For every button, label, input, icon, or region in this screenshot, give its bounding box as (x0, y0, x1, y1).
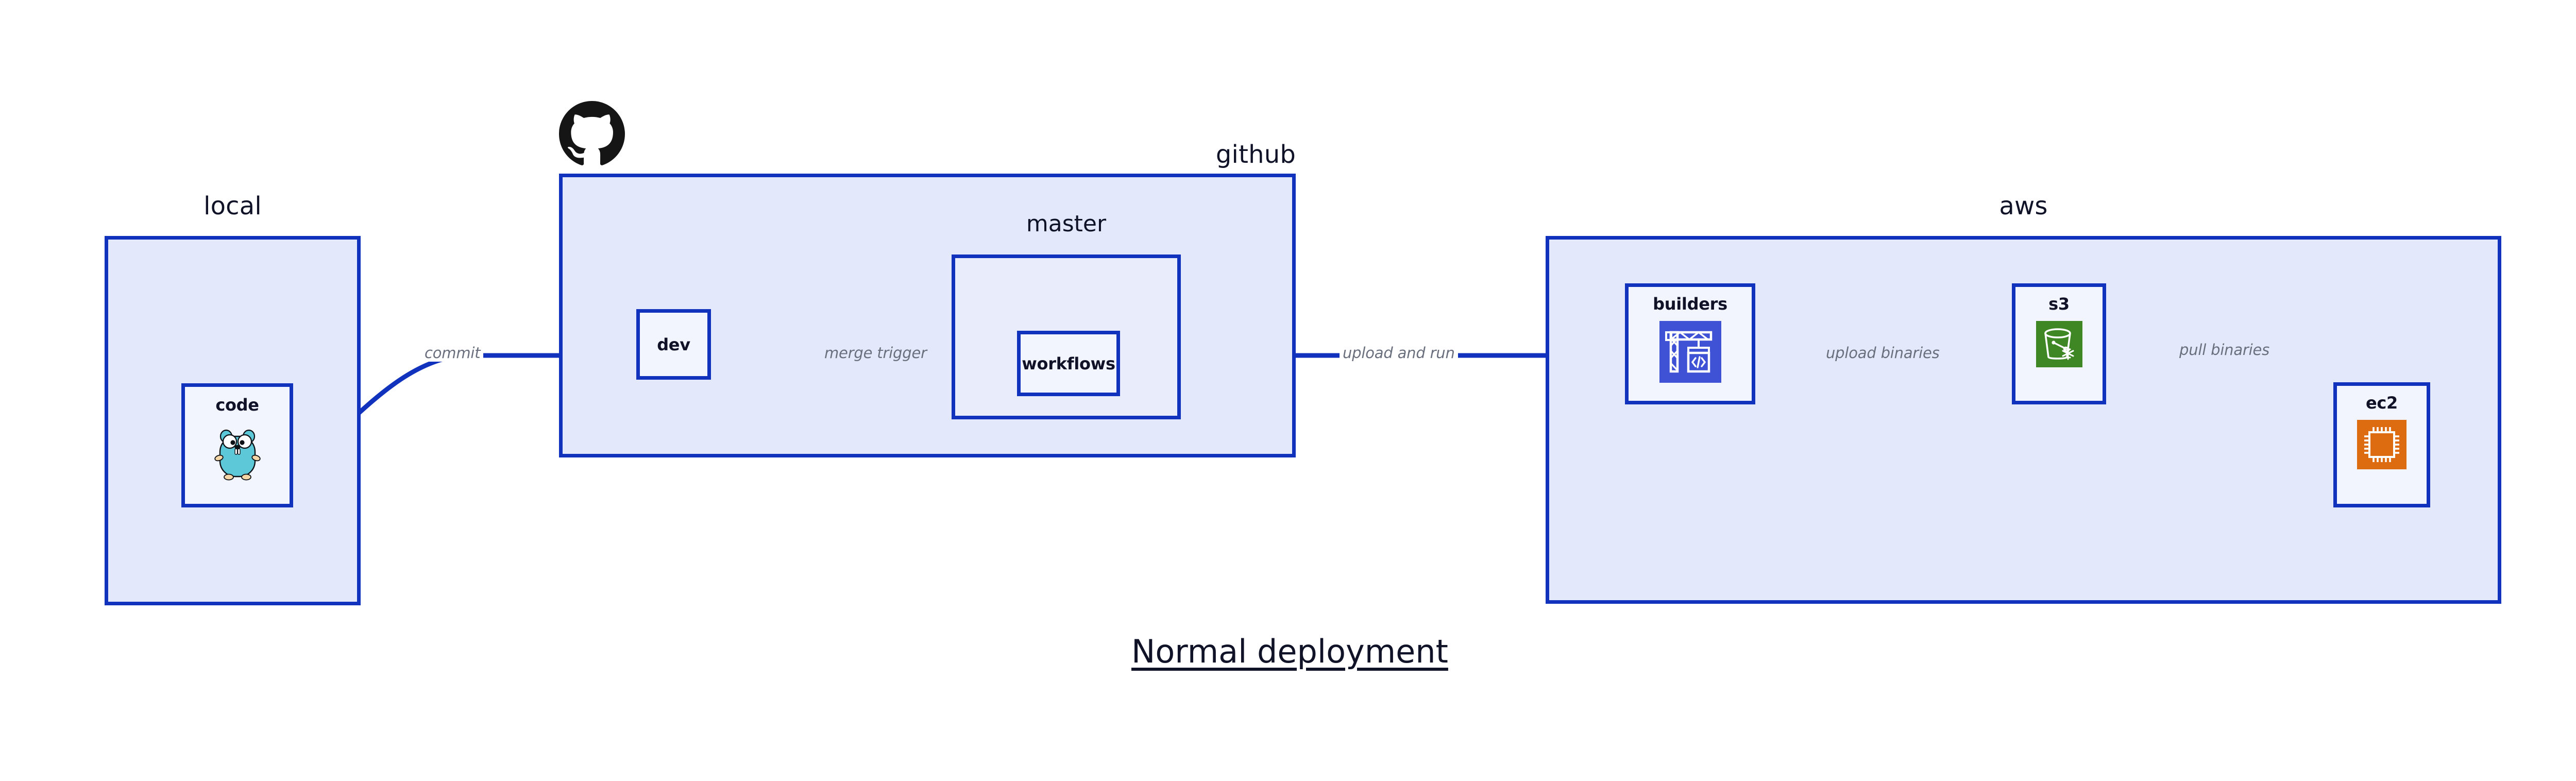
edge-label-pull-binaries: pull binaries (2175, 341, 2274, 359)
subgroup-label-master: master (1026, 211, 1107, 237)
go-gopher-icon (213, 424, 262, 486)
aws-codebuild-crane-icon (1659, 321, 1721, 385)
node-code[interactable]: code (181, 383, 293, 507)
edge-label-commit: commit (421, 344, 484, 362)
group-label-github: github (1215, 140, 1296, 169)
node-workflows-label: workflows (1022, 353, 1115, 373)
edge-label-merge-trigger: merge trigger (820, 344, 931, 362)
node-s3-label: s3 (2048, 294, 2070, 314)
node-s3[interactable]: s3 (2012, 283, 2106, 404)
group-label-aws: aws (1999, 192, 2048, 220)
group-aws[interactable]: builders (1546, 236, 2501, 604)
edge-label-upload-and-run: upload and run (1340, 344, 1458, 362)
group-label-local: local (204, 192, 262, 220)
aws-ec2-chip-icon (2357, 420, 2406, 471)
aws-s3-glacier-bucket-icon (2036, 321, 2082, 369)
node-code-label: code (215, 395, 259, 415)
subgroup-master[interactable]: workflows (952, 254, 1181, 419)
node-dev[interactable]: dev (636, 309, 711, 380)
diagram-caption: Normal deployment (1131, 633, 1448, 670)
node-ec2-label: ec2 (2365, 393, 2398, 413)
edge-label-upload-binaries: upload binaries (1822, 344, 1944, 362)
node-builders-label: builders (1653, 294, 1727, 314)
group-github[interactable]: dev master workflows (559, 174, 1296, 457)
node-dev-label: dev (657, 334, 690, 354)
node-ec2[interactable]: ec2 (2333, 382, 2430, 507)
node-workflows[interactable]: workflows (1017, 331, 1120, 396)
github-logo-icon (559, 101, 625, 167)
group-local[interactable]: code (105, 236, 361, 605)
node-builders[interactable]: builders (1625, 283, 1755, 404)
